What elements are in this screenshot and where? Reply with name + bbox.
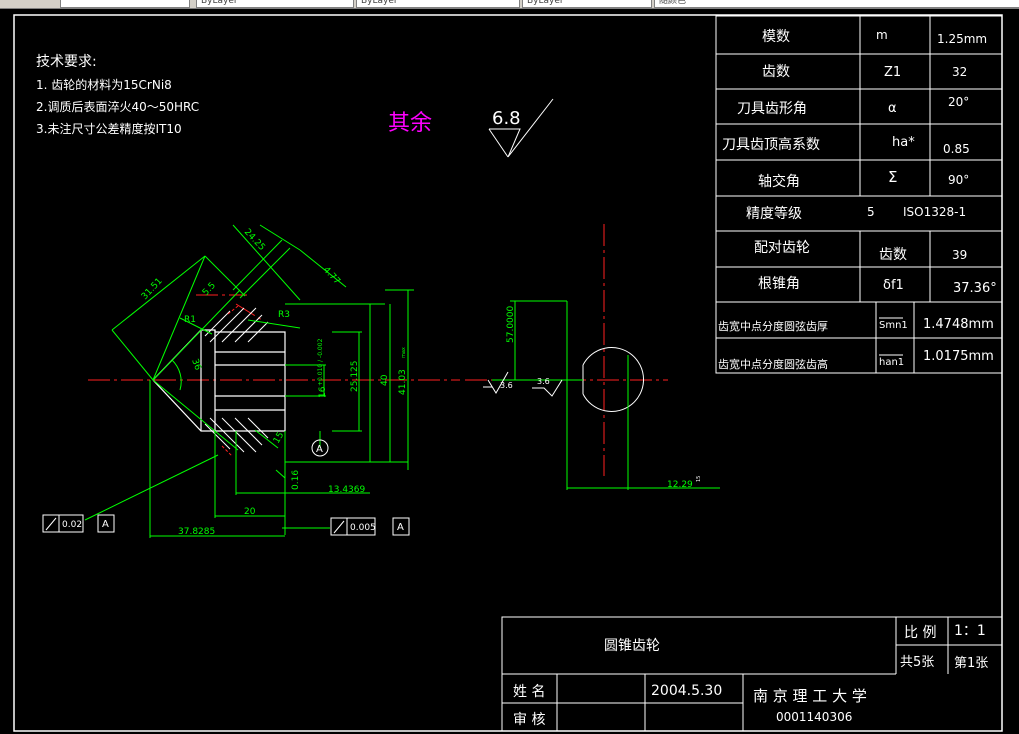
sheet-number: 第1张	[954, 656, 988, 671]
param-sym-10: han1	[879, 357, 904, 368]
tolerance-frame-2: 0.005 A	[330, 517, 410, 536]
review-label: 审 核	[513, 712, 545, 728]
date: 2004.5.30	[651, 683, 722, 699]
table-symbol-overlines	[879, 317, 903, 356]
dim-R3: R3	[278, 310, 290, 320]
dim-R1: R1	[184, 315, 196, 325]
title-block-text: 圆锥齿轮 比 例 1：1 共5张 第1张 姓 名 2004.5.30 审 核 南…	[513, 623, 988, 728]
tolerance-frame-1: 0.02 A	[42, 514, 115, 533]
scale-value: 1：1	[954, 623, 986, 639]
dim-20: 20	[244, 507, 256, 517]
param-sym-5: Σ	[888, 168, 897, 186]
param-sym-1: m	[876, 28, 888, 42]
student-id: 0001140306	[776, 710, 852, 724]
rough-val-b: 3.6	[537, 377, 550, 386]
dim-1229: 12.29	[667, 480, 693, 490]
gear-section-view	[152, 329, 286, 432]
param-val-2: 32	[952, 65, 967, 79]
param-name-5: 轴交角	[758, 173, 800, 190]
school-name: 南 京 理 工 大 学	[753, 687, 867, 705]
dim-378285: 37.8285	[178, 527, 215, 537]
param-name-4: 刀具齿顶高系数	[722, 136, 820, 153]
title-block	[501, 616, 1003, 732]
param-name-1: 模数	[762, 29, 790, 45]
tol2-value: 0.005	[350, 523, 376, 533]
dim-016: 0.16	[291, 470, 301, 490]
param-val-8: 37.36°	[953, 281, 997, 296]
param-sym-7: 齿数	[879, 247, 907, 263]
datum-circle	[311, 439, 329, 457]
pitch-lines	[221, 305, 239, 457]
tol1-ref: A	[102, 519, 109, 530]
center-lines	[88, 224, 668, 476]
param-val-10: 1.0175mm	[923, 349, 994, 364]
param-sym-3: α	[888, 101, 897, 116]
tol2-ref: A	[397, 522, 404, 533]
notes-line-3: 3.未注尺寸公差精度按IT10	[36, 121, 182, 136]
param-val-9: 1.4748mm	[923, 317, 994, 332]
part-name: 圆锥齿轮	[604, 638, 660, 654]
dim-16: 16	[318, 386, 328, 398]
color-dropdown[interactable]: ByLayer	[196, 0, 354, 8]
param-name-7: 配对齿轮	[754, 240, 810, 256]
sheets-total: 共5张	[900, 655, 934, 670]
notes-line-1: 1. 齿轮的材料为15CrNi8	[36, 77, 172, 92]
param-name-8: 根锥角	[758, 276, 800, 292]
property-toolbar: ByLayer ByLayer ByLayer 随颜色	[0, 0, 1019, 9]
dim-15b: 15	[696, 476, 702, 482]
dim-134369: 13.4369	[328, 485, 365, 495]
roughness-value: 6.8	[492, 108, 521, 129]
notes-heading: 技术要求:	[36, 54, 97, 70]
dim-4103: 41.03	[398, 369, 408, 395]
gear-hatching	[204, 307, 269, 453]
dim-max: max	[401, 347, 407, 358]
layer-dropdown[interactable]	[60, 0, 190, 8]
param-sym-9: Smn1	[879, 320, 908, 331]
param-val-3: 20°	[948, 95, 969, 109]
param-name-9: 齿宽中点分度圆弦齿厚	[718, 319, 828, 333]
param-val-1: 1.25mm	[937, 32, 987, 46]
drawing-canvas[interactable]: 技术要求: 1. 齿轮的材料为15CrNi8 2.调质后表面淬火40～50HRC…	[0, 9, 1019, 734]
main-view-dimensions	[84, 224, 414, 538]
dim-25125: 25.125	[350, 361, 360, 393]
param-sym-4: ha*	[892, 135, 915, 150]
dim-40: 40	[380, 374, 390, 386]
datum-label: A	[316, 444, 323, 455]
param-name-6: 精度等级	[746, 205, 802, 222]
plotstyle-dropdown[interactable]: 随颜色	[654, 0, 1019, 8]
param-sym-6: 5	[867, 205, 875, 219]
roughness-label: 其余	[388, 111, 432, 136]
param-name-2: 齿数	[762, 64, 790, 80]
dim-36: 36	[189, 358, 202, 372]
scale-label: 比 例	[904, 625, 936, 641]
param-val-5: 90°	[948, 173, 969, 187]
dimension-texts: 31.51 24.25 4.77 5.5 R1 R3 36 16 +0.010 …	[140, 227, 408, 537]
tol1-value: 0.02	[62, 520, 82, 530]
param-sym-2: Z1	[884, 65, 901, 80]
technical-requirements: 技术要求: 1. 齿轮的材料为15CrNi8 2.调质后表面淬火40～50HRC…	[36, 54, 199, 136]
parameter-table	[715, 15, 1003, 374]
hub-end-view: 57.0000 3.6 3.6 12.29 15	[483, 300, 720, 490]
dim-tolerance: +0.010 / -0.002	[317, 338, 324, 386]
notes-line-2: 2.调质后表面淬火40～50HRC	[36, 99, 199, 114]
name-label: 姓 名	[513, 684, 545, 700]
param-val-7: 39	[952, 248, 967, 262]
param-sym-8: δf1	[883, 278, 904, 293]
roughness-symbol	[488, 98, 554, 158]
param-name-3: 刀具齿形角	[737, 101, 807, 117]
parameter-table-text: 模数 m 1.25mm 齿数 Z1 32 刀具齿形角 α 20° 刀具齿顶高系数…	[718, 28, 997, 371]
param-val-6: ISO1328-1	[903, 205, 966, 219]
dim-15: 15	[272, 431, 286, 446]
rough-val-a: 3.6	[500, 381, 513, 390]
param-val-4: 0.85	[943, 142, 970, 156]
dim-477: 4.77	[321, 265, 342, 286]
dim-57: 57.0000	[506, 306, 516, 343]
param-name-10: 齿宽中点分度圆弦齿高	[718, 357, 828, 371]
lineweight-dropdown[interactable]: ByLayer	[522, 0, 652, 8]
linetype-dropdown[interactable]: ByLayer	[356, 0, 520, 8]
